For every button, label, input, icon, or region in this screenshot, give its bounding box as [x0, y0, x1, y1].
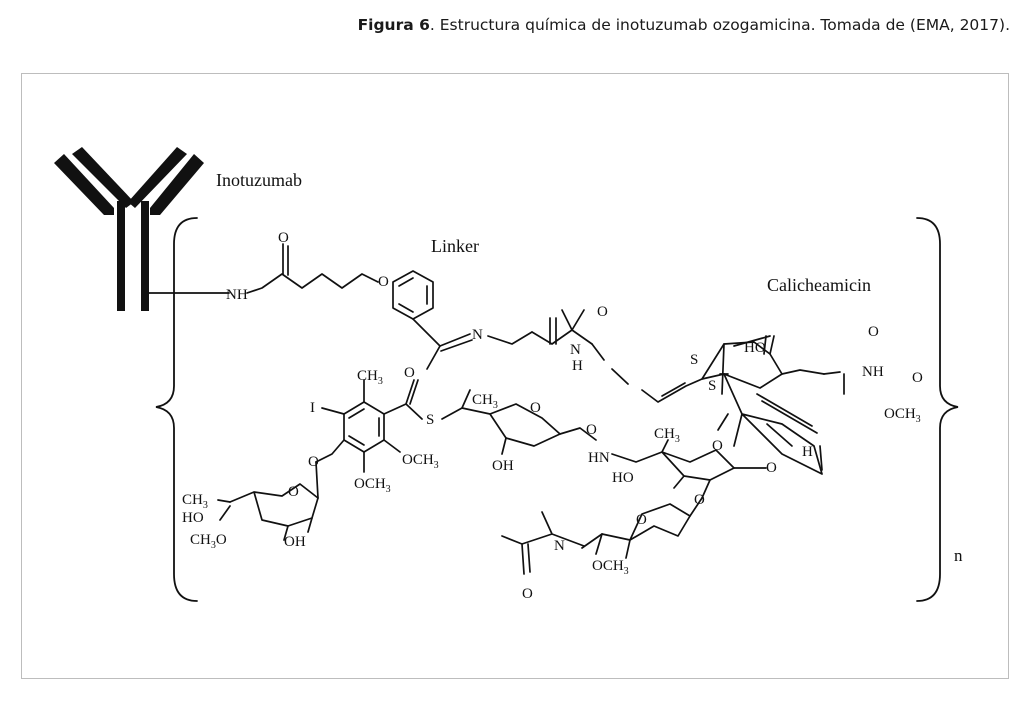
- atom-iodine: I: [310, 400, 315, 416]
- subscript-3: 3: [386, 484, 391, 495]
- atom-o-carbonyl-1: O: [278, 230, 289, 246]
- atom-n-hydrazone-1: N: [472, 327, 483, 343]
- atom-o-carbonyl-2: O: [597, 304, 608, 320]
- atom-o-carbamate: O: [912, 370, 923, 386]
- subscript-3: 3: [493, 400, 498, 411]
- atom-ch3-sugar2: CH: [654, 426, 675, 442]
- atom-o-ring-sugar1: O: [530, 400, 541, 416]
- atom-o-ether: O: [378, 274, 389, 290]
- atom-o-ring-sugar4: O: [288, 484, 299, 500]
- figure-frame: Inotuzumab Linker Calicheamicin n NH O O…: [21, 73, 1009, 679]
- atom-ho-sugar4: HO: [182, 510, 204, 526]
- caption-text: . Estructura química de inotuzumab ozoga…: [429, 16, 1010, 34]
- atom-o-ring-sugar2: O: [712, 438, 723, 454]
- figure-caption: Figura 6. Estructura química de inotuzum…: [250, 16, 1010, 34]
- antibody-label: Inotuzumab: [216, 170, 302, 190]
- subscript-3: 3: [916, 414, 921, 425]
- atom-och3-carbamate-text: OCH: [884, 406, 916, 422]
- calicheamicin-label: Calicheamicin: [767, 275, 871, 295]
- atom-ho-ring: HO: [744, 340, 766, 356]
- atom-o-aryl-glycosidic: O: [308, 454, 319, 470]
- atom-n-hydrazone-2: N: [570, 342, 581, 358]
- left-brace: [155, 217, 198, 602]
- subscript-3: 3: [675, 434, 680, 445]
- atom-s-1: S: [690, 352, 698, 368]
- atom-o-glycosidic-3: O: [694, 492, 705, 508]
- bond-lines: [217, 243, 845, 575]
- atom-och3-aryl-1: OCH: [402, 452, 434, 468]
- subscript-3: 3: [378, 376, 383, 387]
- atom-oh-sugar4: OH: [284, 534, 306, 550]
- svg-text:CH3: CH3: [472, 392, 498, 411]
- brackets: [148, 217, 959, 602]
- atom-och3-sugar3: OCH: [592, 558, 624, 574]
- figure-label: Figura 6: [357, 16, 430, 34]
- atom-s-thioester: S: [426, 412, 434, 428]
- chemical-structure-diagram: Inotuzumab Linker Calicheamicin n NH O O…: [54, 147, 963, 602]
- atom-o-ketone: O: [868, 324, 879, 340]
- atom-h-ring: H: [802, 444, 813, 460]
- atom-oh-sugar1: OH: [492, 458, 514, 474]
- svg-text:OCH3: OCH3: [354, 476, 391, 495]
- subscript-3: 3: [211, 540, 216, 551]
- atom-nh-carbamate: NH: [862, 364, 884, 380]
- subscript-3: 3: [203, 500, 208, 511]
- atom-o-glycosidic-1: O: [586, 422, 597, 438]
- atom-s-2: S: [708, 378, 716, 394]
- atom-o-thioester: O: [404, 365, 415, 381]
- svg-text:CH3: CH3: [357, 368, 383, 387]
- atom-ho-sugar2: HO: [612, 470, 634, 486]
- subscript-3: 3: [624, 566, 629, 577]
- atom-ch3o-sugar4: CH: [190, 532, 211, 548]
- svg-text:CH3: CH3: [654, 426, 680, 445]
- atom-hn-sugar2: HN: [588, 450, 610, 466]
- atom-ch3-aryl: CH: [357, 368, 378, 384]
- atom-ch3-sugar1: CH: [472, 392, 493, 408]
- atom-och3-aryl-2: OCH: [354, 476, 386, 492]
- atom-labels: NH O O N N H O S S HO O NH O OCH3 H CH3 …: [182, 230, 923, 602]
- atom-n-amide2: N: [554, 538, 565, 554]
- atom-nh-amide: NH: [226, 287, 248, 303]
- right-brace: [916, 217, 959, 602]
- atom-o-acetyl: O: [522, 586, 533, 602]
- antibody-y-icon: [54, 147, 204, 311]
- atom-o-ring-sugar3: O: [636, 512, 647, 528]
- atom-o-glycosidic-2: O: [766, 460, 777, 476]
- repeat-count-n: n: [954, 546, 963, 565]
- svg-text:OCH3: OCH3: [402, 452, 439, 471]
- svg-text:OCH3: OCH3: [592, 558, 629, 577]
- atom-ch3-sugar4: CH: [182, 492, 203, 508]
- svg-text:CH3: CH3: [182, 492, 208, 511]
- svg-text:CH3O: CH3O: [190, 532, 227, 551]
- linker-label: Linker: [431, 236, 479, 256]
- atom-h-hydrazone: H: [572, 358, 583, 374]
- atom-och3-carbamate: OCH3: [884, 406, 921, 425]
- subscript-3: 3: [434, 460, 439, 471]
